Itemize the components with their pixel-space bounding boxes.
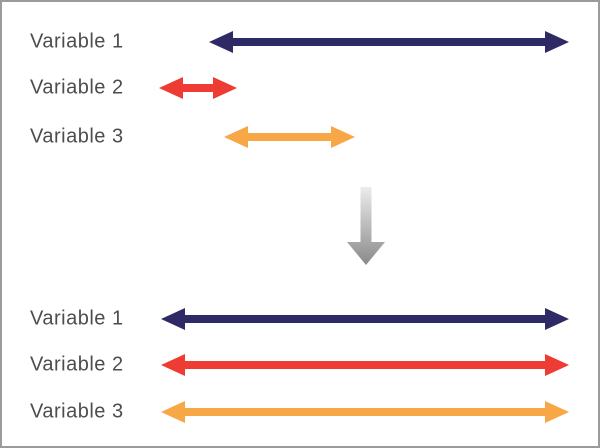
arrow-shaft <box>179 315 551 323</box>
arrow-shaft <box>242 133 337 141</box>
arrow-shaft <box>179 408 551 416</box>
variable-label: Variable 3 <box>30 400 124 423</box>
variable-label: Variable 1 <box>30 307 124 330</box>
arrowhead-left-icon <box>224 126 248 148</box>
arrowhead-left-icon <box>209 31 233 53</box>
variable-label: Variable 3 <box>30 125 124 148</box>
variable-label: Variable 1 <box>30 30 124 53</box>
arrowhead-right-icon <box>331 126 355 148</box>
arrowhead-left-icon <box>161 354 185 376</box>
arrowhead-right-icon <box>545 308 569 330</box>
variable-label: Variable 2 <box>30 76 124 99</box>
arrowhead-right-icon <box>545 31 569 53</box>
variable-label: Variable 2 <box>30 353 124 376</box>
range-arrow-navy <box>209 31 569 53</box>
arrowhead-right-icon <box>213 77 237 99</box>
range-arrow-orange <box>161 401 569 423</box>
arrowhead-left-icon <box>161 308 185 330</box>
range-arrow-red <box>159 77 237 99</box>
range-arrow-navy <box>161 308 569 330</box>
arrowhead-right-icon <box>545 354 569 376</box>
range-arrow-red <box>161 354 569 376</box>
range-arrow-orange <box>224 126 355 148</box>
arrow-shaft <box>227 38 551 46</box>
arrow-shaft <box>177 84 219 92</box>
arrowhead-left-icon <box>161 401 185 423</box>
arrowhead-left-icon <box>159 77 183 99</box>
arrow-shaft <box>179 361 551 369</box>
arrowhead-right-icon <box>545 401 569 423</box>
transform-down-arrow-icon <box>347 187 385 265</box>
